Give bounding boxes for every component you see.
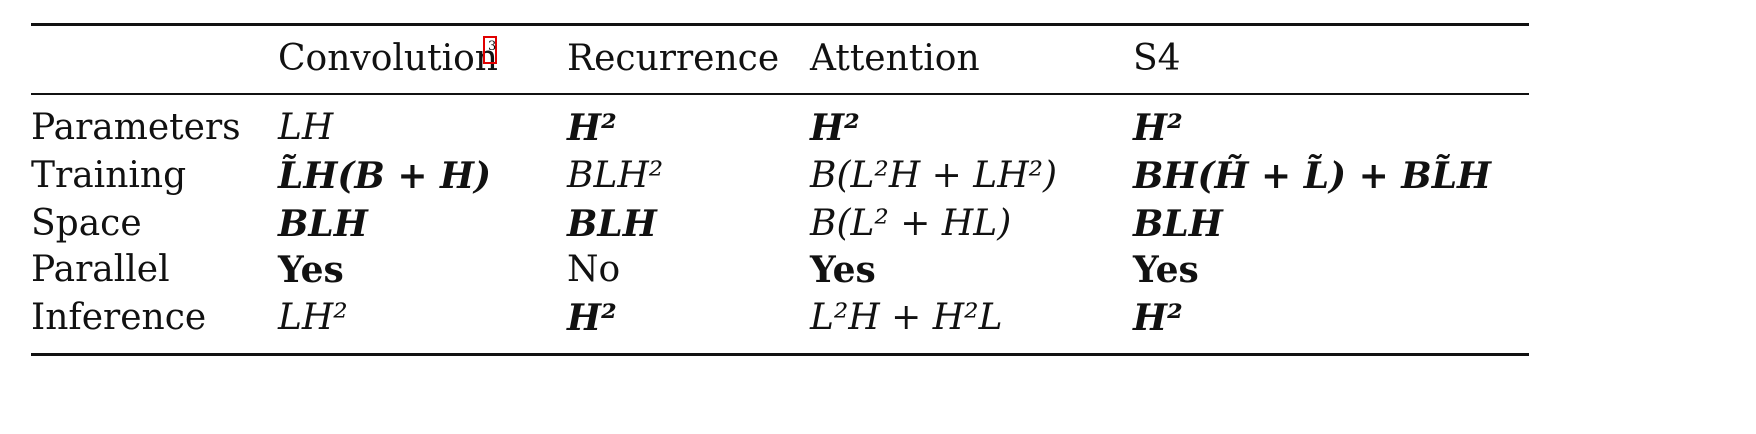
cell-inference-s4: H²	[1133, 297, 1183, 339]
header-s4: S4	[1133, 38, 1181, 79]
header-convolution: Convolution	[278, 38, 498, 79]
cell-space-attention: B(L² + HL)	[810, 203, 1012, 244]
cell-parallel-attention: Yes	[810, 249, 876, 291]
top-rule	[31, 23, 1529, 26]
row-label-space: Space	[31, 203, 142, 244]
header-attention: Attention	[810, 38, 980, 79]
bottom-rule	[31, 353, 1529, 356]
header-rule	[31, 93, 1529, 95]
cell-training-convolution: L̃H(B + H)	[278, 155, 492, 197]
cell-parameters-attention: H²	[810, 107, 860, 149]
header-recurrence: Recurrence	[567, 38, 780, 79]
cell-parallel-convolution: Yes	[278, 249, 344, 291]
cell-space-recurrence: BLH	[567, 203, 657, 245]
row-label-inference: Inference	[31, 297, 207, 338]
cell-parameters-recurrence: H²	[567, 107, 617, 149]
footnote-number: 3	[488, 39, 497, 54]
cell-inference-attention: L²H + H²L	[810, 297, 1003, 338]
cell-training-attention: B(L²H + LH²)	[810, 155, 1058, 196]
cell-training-recurrence: BLH²	[567, 155, 664, 196]
cell-parameters-convolution: LH	[278, 107, 334, 148]
cell-parallel-s4: Yes	[1133, 249, 1199, 291]
cell-parallel-recurrence: No	[567, 249, 621, 290]
row-label-parameters: Parameters	[31, 107, 241, 148]
footnote-marker[interactable]: 3	[483, 36, 497, 64]
row-label-training: Training	[31, 155, 187, 196]
row-label-parallel: Parallel	[31, 249, 170, 290]
cell-parameters-s4: H²	[1133, 107, 1183, 149]
cell-inference-convolution: LH²	[278, 297, 348, 338]
cell-inference-recurrence: H²	[567, 297, 617, 339]
cell-space-s4: BLH	[1133, 203, 1223, 245]
cell-space-convolution: BLH	[278, 203, 368, 245]
cell-training-s4: BH(H̃ + L̃) + BL̃H	[1133, 155, 1492, 197]
